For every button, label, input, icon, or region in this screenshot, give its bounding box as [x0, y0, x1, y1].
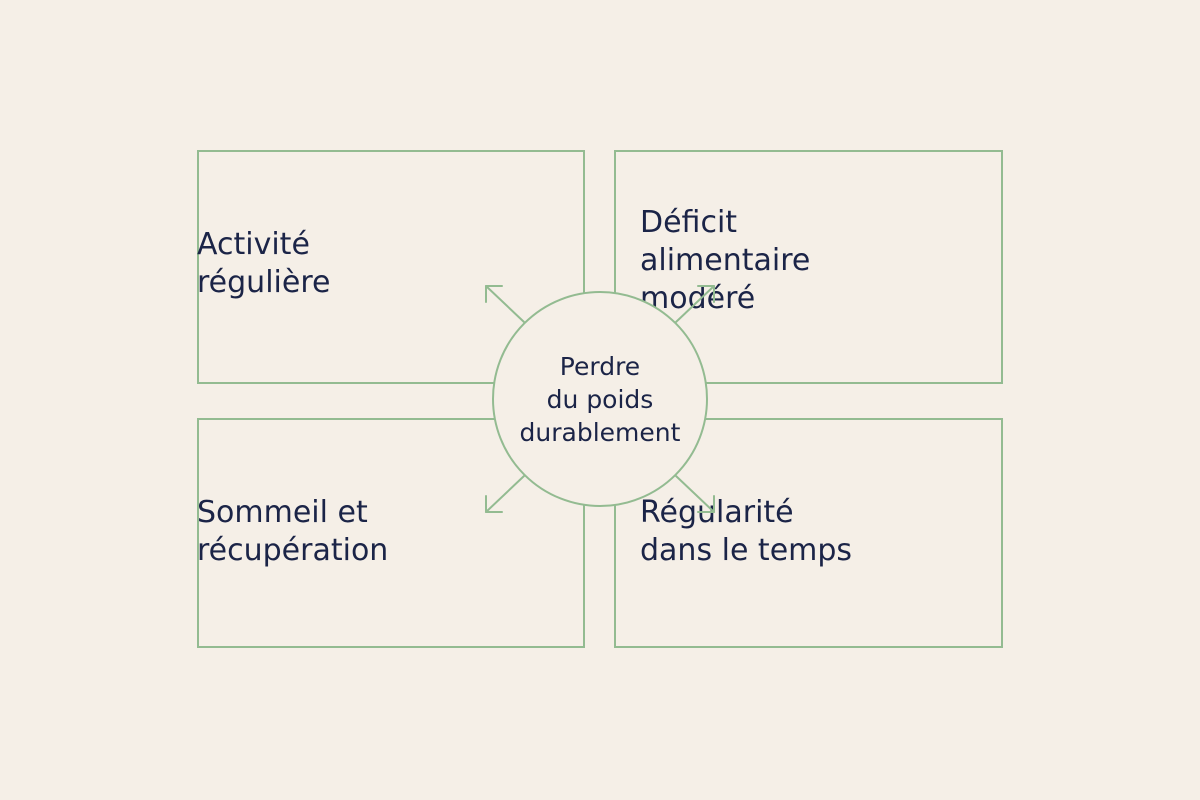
box-sleep-recovery-label: Sommeil et récupération: [197, 495, 389, 568]
box-consistency-label: Régularité dans le temps: [640, 495, 853, 568]
box-activity-label: Activité régulière: [197, 227, 331, 300]
center-label: Perdre du poids durablement: [519, 351, 681, 447]
box-calorie-deficit-label: Déficit alimentaire modéré: [640, 205, 811, 316]
center-circle: Perdre du poids durablement: [492, 291, 708, 507]
